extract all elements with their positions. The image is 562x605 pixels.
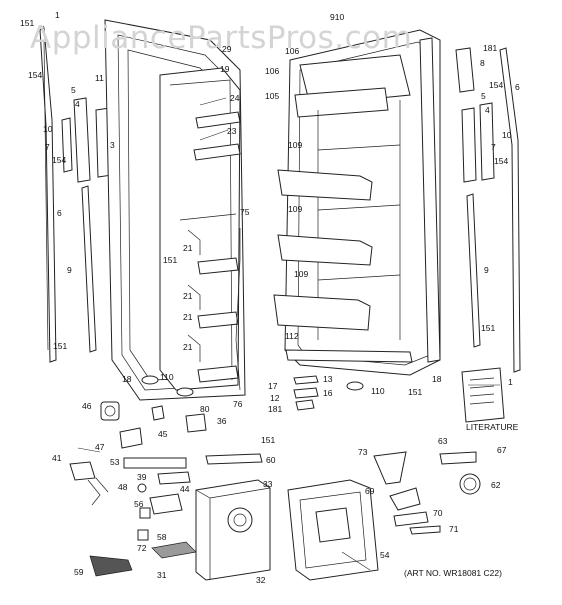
part-label: 106 bbox=[265, 66, 279, 76]
part-label: 154 bbox=[494, 156, 508, 166]
part-label: 6 bbox=[515, 82, 520, 92]
part-label: 80 bbox=[200, 404, 210, 414]
part-label: 10 bbox=[43, 124, 53, 134]
part-label: 70 bbox=[433, 508, 443, 518]
part-label: 33 bbox=[263, 479, 273, 489]
part-label: 1 bbox=[508, 377, 513, 387]
part-label: 12 bbox=[270, 393, 280, 403]
part-label: 110 bbox=[371, 386, 385, 396]
part-label: 29 bbox=[222, 44, 232, 54]
part-label: 17 bbox=[268, 381, 278, 391]
part-label: 24 bbox=[230, 93, 240, 103]
freezer-door bbox=[104, 19, 246, 401]
part-label: 5 bbox=[71, 85, 76, 95]
part-label: 41 bbox=[52, 453, 62, 463]
part-label: 73 bbox=[358, 447, 368, 457]
part-label: 58 bbox=[157, 532, 167, 542]
part-number-labels: 151 1 910 29 181 154 11 19 106 106 8 154… bbox=[20, 10, 520, 585]
part-label: 47 bbox=[95, 442, 105, 452]
part-label: 8 bbox=[480, 58, 485, 68]
part-label: 53 bbox=[110, 457, 120, 467]
part-label: 32 bbox=[256, 575, 266, 585]
part-label: 7 bbox=[491, 142, 496, 152]
part-label: 154 bbox=[28, 70, 42, 80]
watermark-text: AppliancePartsPros.com bbox=[30, 20, 412, 56]
part-label: 151 bbox=[408, 387, 422, 397]
part-label: 112 bbox=[285, 331, 299, 341]
left-door-trim bbox=[39, 27, 113, 363]
part-label: 181 bbox=[268, 404, 282, 414]
part-label: 48 bbox=[118, 482, 128, 492]
part-label: 109 bbox=[288, 140, 302, 150]
part-label: 9 bbox=[484, 265, 489, 275]
part-label: 10 bbox=[502, 130, 512, 140]
part-label: 151 bbox=[53, 341, 67, 351]
part-label: 31 bbox=[157, 570, 167, 580]
part-label: 67 bbox=[497, 445, 507, 455]
part-label: 6 bbox=[57, 208, 62, 218]
part-label: 154 bbox=[52, 155, 66, 165]
part-label: 181 bbox=[483, 43, 497, 53]
part-label: 75 bbox=[240, 207, 250, 217]
part-label: 4 bbox=[485, 105, 490, 115]
part-label: 54 bbox=[380, 550, 390, 560]
part-label: 18 bbox=[432, 374, 442, 384]
part-label: 5 bbox=[481, 91, 486, 101]
part-label: 151 bbox=[20, 18, 34, 28]
part-label: 7 bbox=[45, 142, 50, 152]
part-label: 11 bbox=[95, 73, 104, 83]
fresh-food-door bbox=[273, 29, 441, 376]
part-label: 106 bbox=[285, 46, 299, 56]
part-label: 21 bbox=[183, 342, 193, 352]
art-number-caption: (ART NO. WR18081 C22) bbox=[404, 568, 502, 578]
part-label: 19 bbox=[220, 64, 230, 74]
part-label: 72 bbox=[137, 543, 147, 553]
part-label: 60 bbox=[266, 455, 276, 465]
part-label: 110 bbox=[160, 372, 174, 382]
part-label: 45 bbox=[158, 429, 168, 439]
part-label: 16 bbox=[323, 388, 333, 398]
part-label: 21 bbox=[183, 291, 193, 301]
leader-lines bbox=[39, 25, 500, 571]
part-label: 109 bbox=[294, 269, 308, 279]
part-label: 151 bbox=[481, 323, 495, 333]
part-label: 154 bbox=[489, 80, 503, 90]
part-label: 56 bbox=[134, 499, 144, 509]
part-label: 59 bbox=[74, 567, 84, 577]
part-label: 69 bbox=[365, 486, 375, 496]
part-label: 4 bbox=[75, 99, 80, 109]
dispenser-components bbox=[69, 228, 481, 581]
part-label: 18 bbox=[122, 374, 132, 384]
literature-caption: LITERATURE bbox=[466, 422, 519, 432]
part-label: 13 bbox=[323, 374, 333, 384]
part-label: 3 bbox=[110, 140, 115, 150]
part-label: 910 bbox=[330, 12, 344, 22]
part-label: 71 bbox=[449, 524, 459, 534]
part-label: 21 bbox=[183, 243, 193, 253]
right-door-trim bbox=[455, 47, 521, 373]
part-label: 21 bbox=[183, 312, 193, 322]
part-label: 36 bbox=[217, 416, 227, 426]
part-label: 46 bbox=[82, 401, 92, 411]
part-label: 39 bbox=[137, 472, 147, 482]
part-label: 109 bbox=[288, 204, 302, 214]
part-label: 63 bbox=[438, 436, 448, 446]
part-label: 151 bbox=[261, 435, 275, 445]
part-label: 23 bbox=[227, 126, 237, 136]
part-label: 105 bbox=[265, 91, 279, 101]
part-label: 76 bbox=[233, 399, 243, 409]
part-label: 62 bbox=[491, 480, 501, 490]
part-label: 44 bbox=[180, 484, 190, 494]
literature-booklet bbox=[461, 367, 505, 423]
part-label: 9 bbox=[67, 265, 72, 275]
part-label: 1 bbox=[55, 10, 60, 20]
part-label: 151 bbox=[163, 255, 177, 265]
